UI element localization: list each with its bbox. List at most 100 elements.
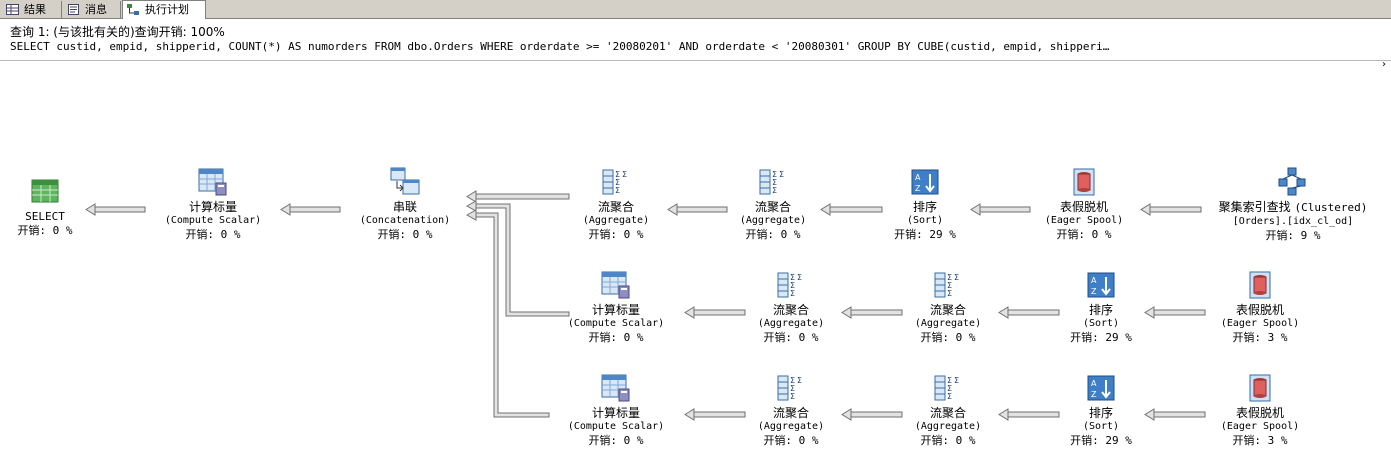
tab-results[interactable]: 结果	[2, 1, 62, 18]
node-cost: 开销: 0 %	[17, 224, 73, 237]
tab-execution-plan[interactable]: 执行计划	[122, 0, 206, 19]
arrow-head	[998, 306, 1009, 319]
node-cost: 开销: 0 %	[920, 434, 976, 447]
node-cost: 开销: 0 %	[763, 434, 819, 447]
node-name: 计算标量	[188, 200, 237, 214]
node-cost: 开销: 0 %	[588, 331, 644, 344]
query-cost-line: 查询 1: (与该批有关的)查询开销: 100%	[10, 25, 225, 39]
plan-node-aggregate[interactable]: 流聚合 (Aggregate) 开销: 0 %	[703, 166, 843, 242]
arrow	[474, 203, 570, 317]
node-cost: 开销: 0 %	[377, 228, 433, 241]
node-operator: (Compute Scalar)	[164, 215, 262, 226]
plan-node-eager-spool[interactable]: 表假脱机 (Eager Spool) 开销: 0 %	[1014, 166, 1154, 242]
sort-icon	[1087, 272, 1115, 298]
grid-icon	[6, 4, 19, 15]
stream-aggregate-icon	[934, 375, 960, 402]
node-cost: 开销: 0 %	[1056, 228, 1112, 241]
tab-results-label: 结果	[24, 3, 46, 16]
node-name-extra: (Clustered)	[1294, 201, 1368, 214]
stream-aggregate-icon	[934, 272, 960, 299]
node-name: 计算标量	[591, 406, 640, 420]
node-name: 串联	[392, 200, 417, 214]
tab-messages-label: 消息	[85, 3, 107, 16]
select-result-icon	[31, 179, 59, 203]
tab-execution-plan-label: 执行计划	[145, 3, 189, 16]
node-operator: (Concatenation)	[359, 215, 451, 226]
arrow	[1148, 206, 1202, 213]
node-cost: 开销: 29 %	[1070, 434, 1132, 447]
node-object: [Orders].[idx_cl_od]	[1232, 216, 1354, 227]
compute-scalar-icon	[198, 168, 227, 196]
plan-node-sort[interactable]: 排序 (Sort) 开销: 29 %	[855, 166, 995, 242]
execution-plan-canvas: SELECT 开销: 0 % 计算标量 (Compute Scalar) 开销:…	[0, 60, 1391, 476]
plan-node-aggregate[interactable]: 流聚合 (Aggregate) 开销: 0 %	[878, 269, 1018, 345]
node-name: SELECT	[25, 210, 65, 223]
query-header: 查询 1: (与该批有关的)查询开销: 100% SELECT custid, …	[0, 20, 1391, 70]
node-operator: (Eager Spool)	[1044, 215, 1124, 226]
node-name: 计算标量	[591, 303, 640, 317]
plan-node-eager-spool[interactable]: 表假脱机 (Eager Spool) 开销: 3 %	[1190, 372, 1330, 448]
node-name: 表假脱机	[1235, 406, 1284, 420]
plan-node-aggregate[interactable]: 流聚合 (Aggregate) 开销: 0 %	[546, 166, 686, 242]
plan-node-compute-scalar[interactable]: 计算标量 (Compute Scalar) 开销: 0 %	[143, 166, 283, 242]
table-spool-icon	[1249, 271, 1271, 299]
tab-messages[interactable]: 消息	[63, 1, 121, 18]
arrow-head	[1140, 203, 1151, 216]
node-name: 流聚合	[772, 303, 809, 317]
node-name: 流聚合	[929, 406, 966, 420]
arrow-head	[820, 203, 831, 216]
plan-node-aggregate[interactable]: 流聚合 (Aggregate) 开销: 0 %	[721, 269, 861, 345]
arrow-head	[465, 200, 477, 212]
arrow-head	[1144, 306, 1155, 319]
node-operator: (Aggregate)	[739, 215, 807, 226]
plan-node-select[interactable]: SELECT 开销: 0 %	[0, 176, 115, 238]
stream-aggregate-icon	[602, 169, 628, 196]
node-operator: (Aggregate)	[914, 421, 982, 432]
query-sql-text: SELECT custid, empid, shipperid, COUNT(*…	[10, 40, 1110, 53]
node-operator: (Compute Scalar)	[567, 318, 665, 329]
plan-node-compute-scalar[interactable]: 计算标量 (Compute Scalar) 开销: 0 %	[546, 372, 686, 448]
message-icon	[68, 4, 79, 15]
node-name: 表假脱机	[1059, 200, 1108, 214]
concatenation-icon	[390, 167, 420, 195]
node-operator: (Sort)	[906, 215, 944, 226]
sort-icon	[911, 169, 939, 195]
node-operator: (Aggregate)	[757, 421, 825, 432]
arrow-head	[280, 203, 291, 216]
stream-aggregate-icon	[777, 375, 803, 402]
arrow-head	[1144, 408, 1155, 421]
result-tab-bar: 结果 消息 执行计划	[0, 0, 1391, 19]
plan-arrows	[85, 190, 1206, 421]
compute-scalar-icon	[601, 374, 630, 402]
plan-node-compute-scalar[interactable]: 计算标量 (Compute Scalar) 开销: 0 %	[546, 269, 686, 345]
node-name: 流聚合	[772, 406, 809, 420]
node-name: 流聚合	[597, 200, 634, 214]
compute-scalar-icon	[601, 271, 630, 299]
plan-node-eager-spool[interactable]: 表假脱机 (Eager Spool) 开销: 3 %	[1190, 269, 1330, 345]
node-cost: 开销: 29 %	[1070, 331, 1132, 344]
node-cost: 开销: 3 %	[1232, 434, 1288, 447]
node-cost: 开销: 0 %	[920, 331, 976, 344]
node-name: 流聚合	[754, 200, 791, 214]
node-operator: (Eager Spool)	[1220, 421, 1300, 432]
node-cost: 开销: 0 %	[763, 331, 819, 344]
arrow	[287, 206, 341, 213]
node-name: 排序	[1088, 406, 1113, 420]
node-operator: (Compute Scalar)	[567, 421, 665, 432]
plan-node-sort[interactable]: 排序 (Sort) 开销: 29 %	[1031, 269, 1171, 345]
plan-node-sort[interactable]: 排序 (Sort) 开销: 29 %	[1031, 372, 1171, 448]
plan-node-concatenation[interactable]: 串联 (Concatenation) 开销: 0 %	[335, 166, 475, 242]
node-cost: 开销: 0 %	[588, 228, 644, 241]
arrow-head	[85, 203, 96, 216]
node-operator: (Aggregate)	[914, 318, 982, 329]
node-cost: 开销: 29 %	[894, 228, 956, 241]
chevron-right-icon[interactable]: ›	[1382, 59, 1386, 70]
node-cost: 开销: 9 %	[1265, 229, 1321, 242]
plan-node-aggregate[interactable]: 流聚合 (Aggregate) 开销: 0 %	[878, 372, 1018, 448]
plan-node-clustered-index-seek[interactable]: 聚集索引查找 (Clustered) [Orders].[idx_cl_od] …	[1202, 166, 1384, 243]
arrow-head	[841, 306, 852, 319]
sort-icon	[1087, 375, 1115, 401]
arrow-head	[684, 306, 695, 319]
plan-node-aggregate[interactable]: 流聚合 (Aggregate) 开销: 0 %	[721, 372, 861, 448]
node-operator: (Aggregate)	[757, 318, 825, 329]
